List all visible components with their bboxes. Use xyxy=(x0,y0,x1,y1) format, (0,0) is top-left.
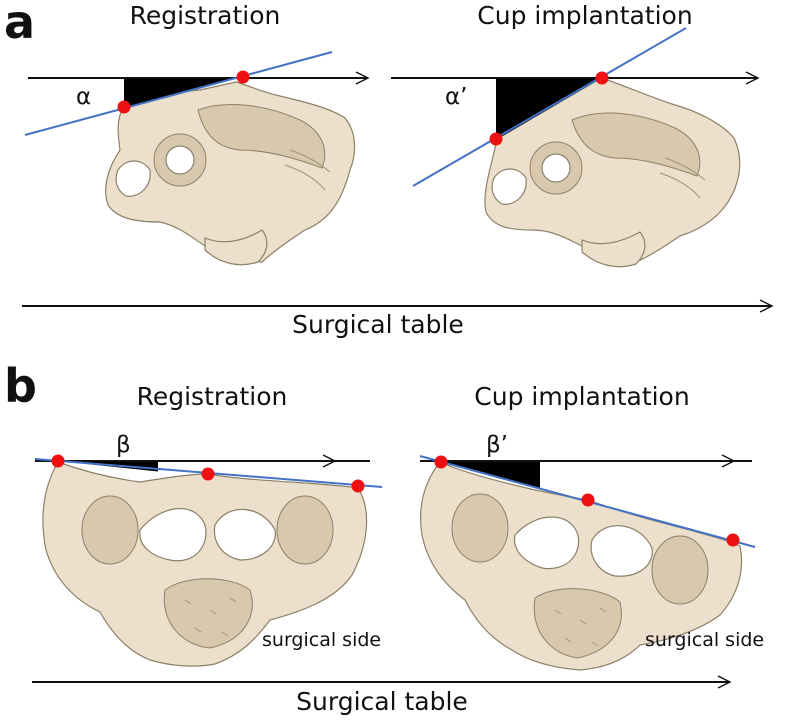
beta-prime-label: β’ xyxy=(486,432,508,458)
alpha-prime-label: α’ xyxy=(445,84,467,110)
left-landmark-pubic xyxy=(117,100,131,114)
panel-a-right-pelvis xyxy=(484,77,741,268)
left-pubic-tail xyxy=(204,229,268,266)
right-landmark-pubic xyxy=(489,132,503,146)
left-obturator-foramen xyxy=(115,160,151,197)
left-top-acetabulum-left xyxy=(81,495,139,565)
left-acetabulum-fossa xyxy=(165,145,195,175)
panel-b-right-title: Cup implantation xyxy=(474,382,689,411)
panel-b: b Registration Cup implantation xyxy=(4,359,764,716)
panel-a-left-title: Registration xyxy=(130,1,281,30)
left-landmark-asis xyxy=(236,70,250,84)
left-top-sacral-texture xyxy=(184,597,237,637)
panel-b-left-title: Registration xyxy=(137,382,288,411)
left-reference-arrowhead-icon xyxy=(355,71,370,85)
left-landmark-b-left-asis xyxy=(51,454,65,468)
surgical-table-label-b: Surgical table xyxy=(296,687,468,716)
panel-a-right-title: Cup implantation xyxy=(477,1,692,30)
left-top-foramen-left xyxy=(139,508,207,562)
left-top-acetabulum-right xyxy=(276,495,334,565)
panel-b-right-pelvis xyxy=(419,461,743,671)
surgical-table-label-a: Surgical table xyxy=(292,310,464,339)
right-top-sacrum xyxy=(533,588,622,659)
panel-b-letter: b xyxy=(4,359,37,413)
right-landmark-b-right-asis xyxy=(726,533,740,547)
left-landmark-b-symphysis xyxy=(201,467,215,481)
left-bone-texture xyxy=(284,149,331,191)
beta-label: β xyxy=(116,432,131,458)
panel-b-left-pelvis xyxy=(42,461,368,667)
right-pubic-tail xyxy=(581,231,646,268)
right-hip-bone xyxy=(484,77,741,263)
right-iliac-wing-shade xyxy=(571,112,701,177)
right-top-sacral-texture xyxy=(554,607,607,647)
right-reference-arrowhead-b-icon xyxy=(721,454,736,468)
surgical-table-arrowhead-b-icon xyxy=(717,675,732,689)
right-landmark-b-left-asis xyxy=(434,455,448,469)
surgical-table-arrowhead-a-icon xyxy=(759,299,774,313)
angle-wedge-alpha-prime xyxy=(496,78,602,140)
panel-a-left-pelvis xyxy=(105,81,356,266)
right-reference-arrowhead-icon xyxy=(745,71,760,85)
right-acetabulum-fossa xyxy=(541,153,571,183)
left-reference-arrowhead-b-icon xyxy=(322,454,337,468)
right-landmark-asis xyxy=(595,71,609,85)
left-top-foramen-right xyxy=(213,508,276,561)
right-obturator-foramen xyxy=(491,168,527,205)
right-top-foramen-right xyxy=(590,525,653,577)
left-iliac-wing-shade xyxy=(197,104,326,169)
alpha-label: α xyxy=(76,84,91,110)
right-pelvic-plane-line xyxy=(412,27,687,187)
right-landmark-b-symphysis xyxy=(581,493,595,507)
right-surgical-side-label: surgical side xyxy=(645,629,764,651)
left-top-sacrum xyxy=(163,578,253,649)
left-pelvic-plane-line xyxy=(24,51,333,136)
right-bone-texture xyxy=(659,157,706,199)
left-surgical-side-label: surgical side xyxy=(262,629,381,651)
panel-a-letter: a xyxy=(4,0,35,49)
panel-a: a Registration Cup implantation xyxy=(4,0,774,339)
right-top-acetabulum-left xyxy=(451,493,509,563)
left-landmark-b-right-asis xyxy=(351,479,365,493)
right-top-foramen-left xyxy=(513,516,580,570)
right-top-acetabulum-right xyxy=(651,535,709,605)
